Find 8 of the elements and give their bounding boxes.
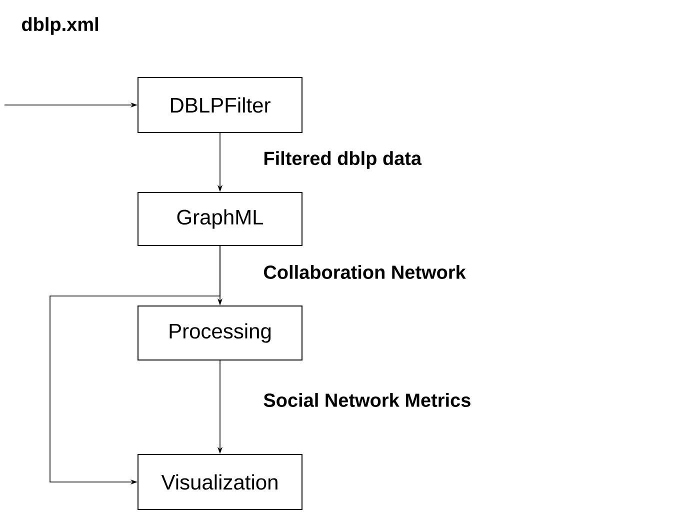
- edge-label: Filtered dblp data: [264, 151, 422, 169]
- edge-label: Collaboration Network: [264, 265, 466, 279]
- input-label: dblp.xml: [22, 17, 98, 35]
- edge-label: Social Network Metrics: [264, 393, 470, 407]
- process-box: Visualization: [138, 454, 302, 510]
- process-box: GraphML: [138, 192, 302, 246]
- process-box: DBLPFilter: [138, 77, 302, 133]
- process-box: Processing: [138, 306, 302, 360]
